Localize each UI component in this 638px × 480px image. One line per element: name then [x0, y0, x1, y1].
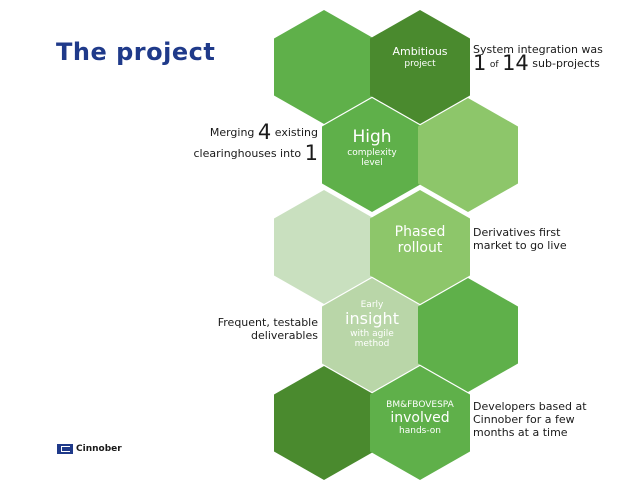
- insight-sub2: method: [354, 339, 390, 350]
- complexity-sub2: level: [361, 157, 383, 168]
- insight-top: Early: [360, 300, 384, 310]
- cinnober-logo-icon: [57, 444, 73, 454]
- note-developers: Developers based at Cinnober for a few m…: [473, 400, 587, 439]
- involved-title: involved: [390, 410, 450, 427]
- note-deliverables: Frequent, testable deliverables: [217, 316, 318, 342]
- logo-text: Cinnober: [76, 444, 122, 454]
- involved-sub: hands-on: [399, 426, 441, 437]
- note-derivatives: Derivatives first market to go live: [473, 226, 567, 252]
- complexity-title: High: [352, 127, 392, 147]
- note-system-integration: System integration was 1 of 14 sub-proje…: [473, 43, 603, 75]
- involved-top: BM&FBOVESPA: [386, 400, 454, 410]
- ambitious-sub: project: [404, 58, 436, 69]
- note-merging: Merging 4 existing clearinghouses into 1: [193, 120, 319, 165]
- complexity-sub1: complexity: [347, 147, 397, 158]
- phased-title1: Phased: [394, 224, 446, 240]
- ambitious-title: Ambitious: [392, 45, 448, 58]
- insight-title: insight: [345, 309, 399, 329]
- phased-title2: rollout: [397, 240, 443, 257]
- insight-sub1: with agile: [350, 328, 394, 339]
- cinnober-logo: Cinnober: [57, 444, 122, 454]
- page-title: The project: [56, 38, 216, 66]
